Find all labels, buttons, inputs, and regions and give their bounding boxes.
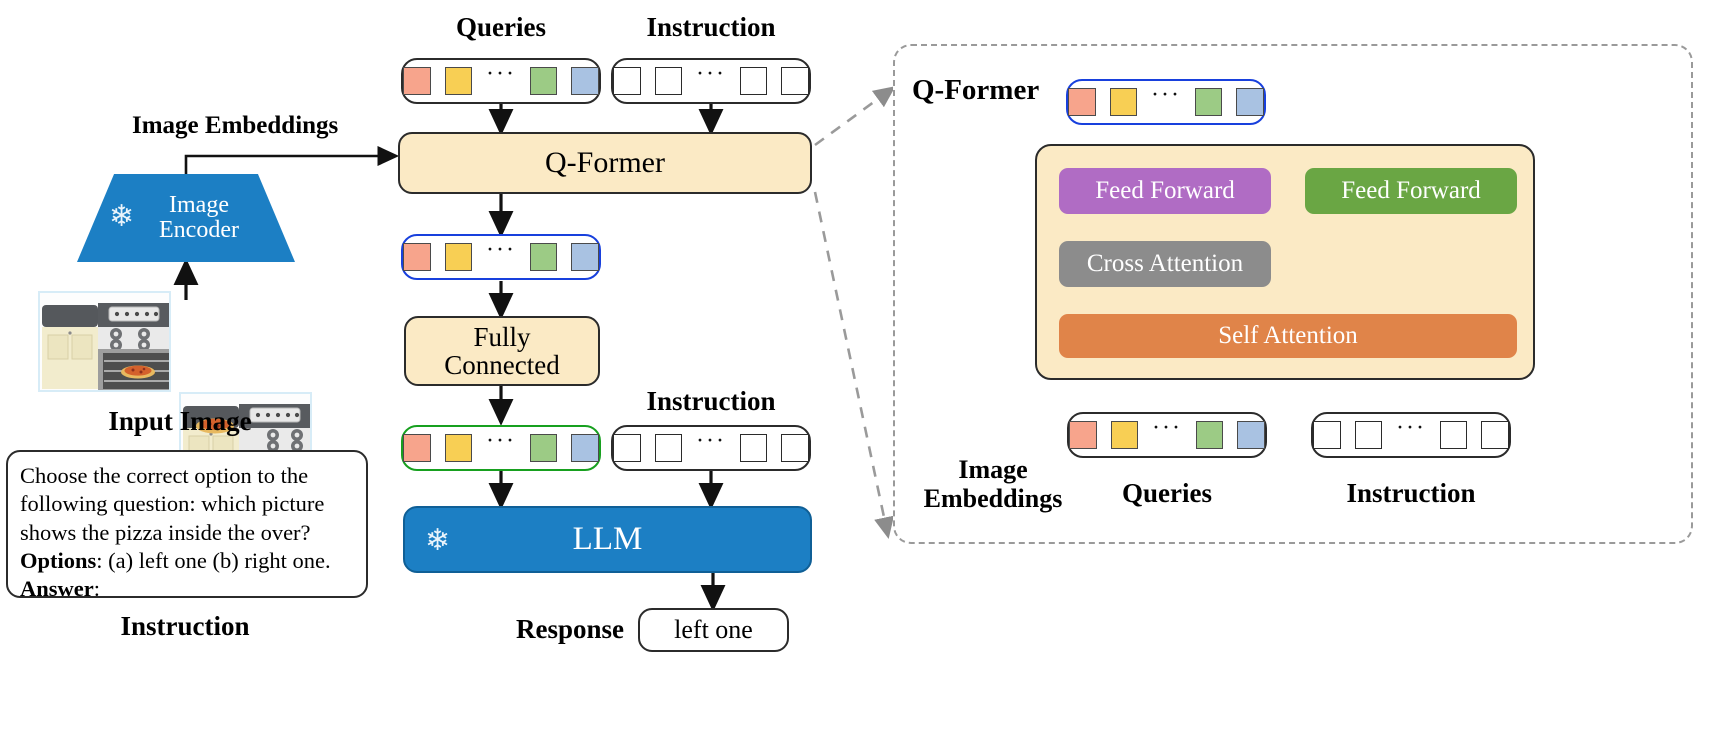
qformer-panel-title: Q-Former [912,74,1040,106]
answer-value: : [93,576,101,602]
instruction-mid-token-4 [781,434,809,462]
instruction-token-strip-mid[interactable]: ··· [611,425,811,471]
detail-queries-token-strip[interactable]: ··· [1067,412,1267,458]
projected-token-4 [571,434,599,462]
projected-token-2 [444,434,472,462]
feed-forward-text-block[interactable]: Feed Forward [1305,168,1517,214]
detail-output-token-3 [1194,88,1223,116]
qformer-block-center[interactable]: Q-Former [398,132,812,194]
instruction-token-2 [654,67,682,95]
image-encoder-block[interactable]: ❄ Image Encoder [77,174,295,262]
ellipsis-instruction-top: ··· [696,61,726,87]
queries-token-strip-center[interactable]: ··· [401,58,601,104]
instruction-line-1: Choose the correct option to the [20,463,309,488]
feed-forward-query-label: Feed Forward [1095,177,1235,204]
options-value: : (a) left one (b) right one. [96,548,331,574]
instruction-options-line: Options: (a) left one (b) right one. [20,547,354,575]
ellipsis-detail-output: ··· [1151,82,1181,108]
output-token-1 [403,243,431,271]
ellipsis-queries-center: ··· [486,61,516,87]
input-image-left[interactable] [38,291,171,392]
response-box[interactable]: left one [638,608,789,652]
instruction-mid-token-2 [654,434,682,462]
feed-forward-query-block[interactable]: Feed Forward [1059,168,1271,214]
query-token-2 [444,67,472,95]
instruction-label-right: Instruction [1346,478,1476,508]
response-value: left one [674,615,753,644]
options-key: Options [20,548,97,574]
projected-token-3 [529,434,558,462]
llm-block[interactable]: ❄ LLM [403,506,812,573]
detail-instruction-token-3 [1439,421,1468,449]
projected-token-1 [403,434,431,462]
detail-instruction-token-strip[interactable]: ··· [1311,412,1511,458]
ellipsis-projected: ··· [486,428,516,454]
llm-label: LLM [572,521,643,557]
snowflake-icon: ❄ [109,200,135,233]
instruction-token-1 [613,67,641,95]
query-token-1 [403,67,431,95]
detail-query-token-1 [1069,421,1097,449]
qformer-label: Q-Former [545,146,665,179]
query-token-3 [529,67,558,95]
instruction-mid-token-3 [739,434,768,462]
instruction-label-mid: Instruction [646,386,776,416]
instruction-label-top: Instruction [646,12,776,42]
fully-connected-block[interactable]: Fully Connected [404,316,600,386]
image-embeddings-label-right: Image Embeddings [903,455,1083,513]
fully-connected-label: Fully Connected [444,321,560,380]
queries-label-center: Queries [456,12,546,42]
ellipsis-detail-instruction: ··· [1396,415,1426,441]
response-label: Response [515,614,624,644]
instruction-mid-token-1 [613,434,641,462]
image-encoder-label: Image Encoder [159,191,239,243]
detail-instruction-token-2 [1354,421,1382,449]
output-token-3 [529,243,558,271]
detail-instruction-token-4 [1481,421,1509,449]
ellipsis-instruction-mid: ··· [696,428,726,454]
ellipsis-detail-queries: ··· [1152,415,1182,441]
qformer-detail-output-strip[interactable]: ··· [1066,79,1266,125]
instruction-card[interactable]: Choose the correct option to the followi… [6,450,368,601]
instruction-answer-line: Answer: [20,575,354,603]
detail-query-token-4 [1237,421,1265,449]
self-attention-label: Self Attention [1218,322,1358,349]
detail-output-token-2 [1109,88,1137,116]
detail-instruction-token-1 [1313,421,1341,449]
detail-output-token-1 [1068,88,1096,116]
feed-forward-text-label: Feed Forward [1341,177,1481,204]
instruction-token-4 [781,67,809,95]
detail-query-token-2 [1110,421,1138,449]
output-token-2 [444,243,472,271]
image-embeddings-label: Image Embeddings [132,112,339,139]
output-token-4 [571,243,599,271]
instruction-line-3: shows the pizza inside the over? [20,519,311,545]
ellipsis-output-center: ··· [486,237,516,263]
instruction-token-strip-top[interactable]: ··· [611,58,811,104]
instruction-line-2: following question: which picture [20,491,325,517]
cross-attention-block[interactable]: Cross Attention [1059,241,1271,287]
input-image-label: Input Image [108,406,252,436]
qformer-output-token-strip[interactable]: ··· [401,234,601,280]
image-embeddings-line-2: Embeddings [923,484,1063,514]
detail-output-token-4 [1236,88,1264,116]
instruction-token-3 [739,67,768,95]
self-attention-block[interactable]: Self Attention [1059,314,1517,358]
image-embeddings-line-1: Image [958,455,1028,484]
detail-query-token-3 [1195,421,1224,449]
snowflake-icon-llm: ❄ [425,524,451,557]
instruction-label-left: Instruction [120,611,250,641]
cross-attention-label: Cross Attention [1086,250,1244,277]
answer-key: Answer [20,576,94,602]
query-token-4 [571,67,599,95]
projected-token-strip[interactable]: ··· [401,425,601,471]
queries-label-right: Queries [1122,478,1212,508]
